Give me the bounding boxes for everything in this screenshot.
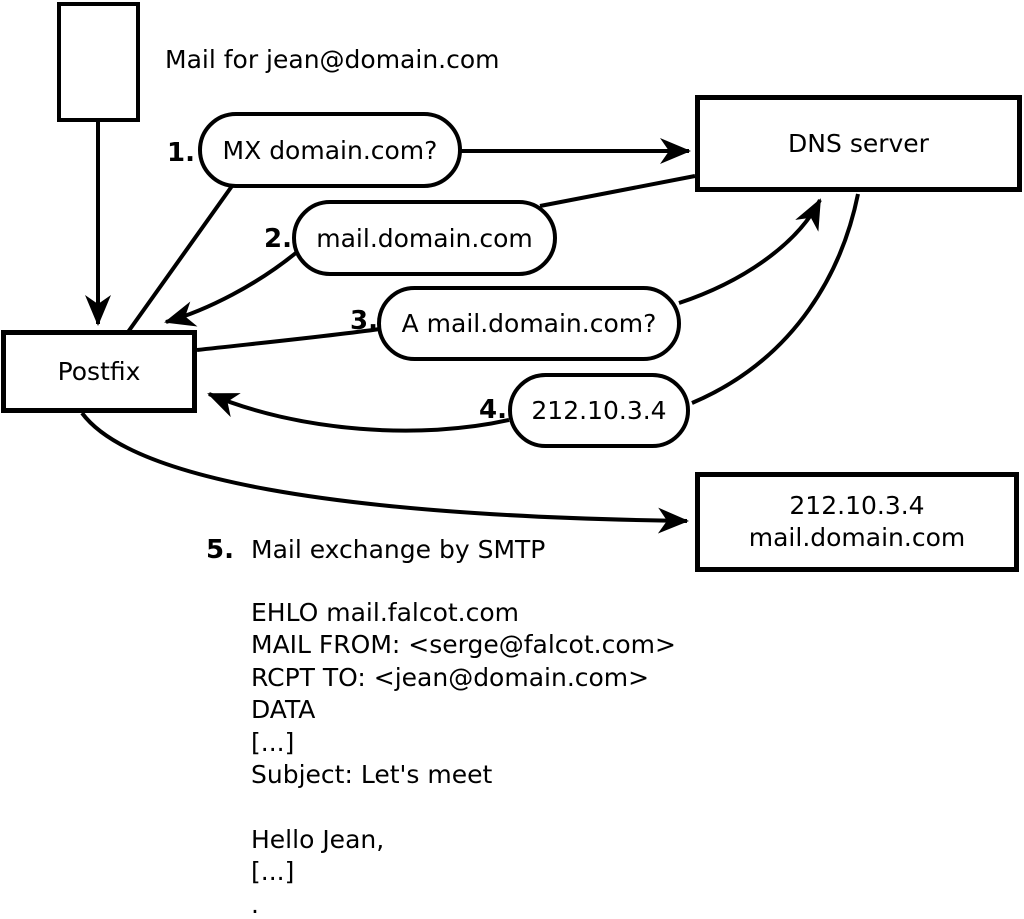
mail-note-label: Mail for jean@domain.com [165,45,500,74]
step-number-5: 5. [206,535,234,565]
response-pill-ip-address: 212.10.3.4 [508,373,690,448]
dns-server-node: DNS server [695,95,1022,192]
arrow-response4-to-postfix [207,392,510,433]
destination-ip-label: 212.10.3.4 [789,491,925,520]
step-number-4: 4. [479,395,507,425]
smtp-exchange-label: Mail exchange by SMTP [251,535,546,564]
arrow-response2-to-postfix [164,250,299,327]
step-number-2: 2. [264,224,292,254]
destination-hostname-label: mail.domain.com [748,523,966,552]
query-pill-mx-domain-label: MX domain.com? [222,135,438,165]
connector-dns-to-response2 [539,174,696,208]
response-pill-ip-address-label: 212.10.3.4 [531,396,667,425]
query-pill-a-record: A mail.domain.com? [377,286,681,361]
smtp-session-transcript: EHLO mail.falcot.com MAIL FROM: <serge@f… [251,598,676,919]
postfix-node: Postfix [1,330,197,413]
connector-postfix-to-query3 [196,327,381,352]
step-number-3: 3. [350,306,378,336]
step-number-1: 1. [167,138,195,168]
arrow-postfix-to-destination-smtp [80,411,689,534]
destination-mail-server-node: 212.10.3.4 mail.domain.com [695,472,1019,572]
connector-postfix-to-query1 [126,184,234,334]
response-pill-mail-domain: mail.domain.com [292,200,557,276]
query-pill-a-record-label: A mail.domain.com? [401,309,657,338]
dns-server-node-label: DNS server [788,129,929,158]
connector-dns-to-response4 [691,193,860,405]
query-pill-mx-domain: MX domain.com? [198,112,462,188]
response-pill-mail-domain-label: mail.domain.com [316,223,533,253]
mail-envelope-node [57,2,140,122]
postfix-node-label: Postfix [57,357,141,386]
arrow-query3-to-dns [678,198,822,305]
